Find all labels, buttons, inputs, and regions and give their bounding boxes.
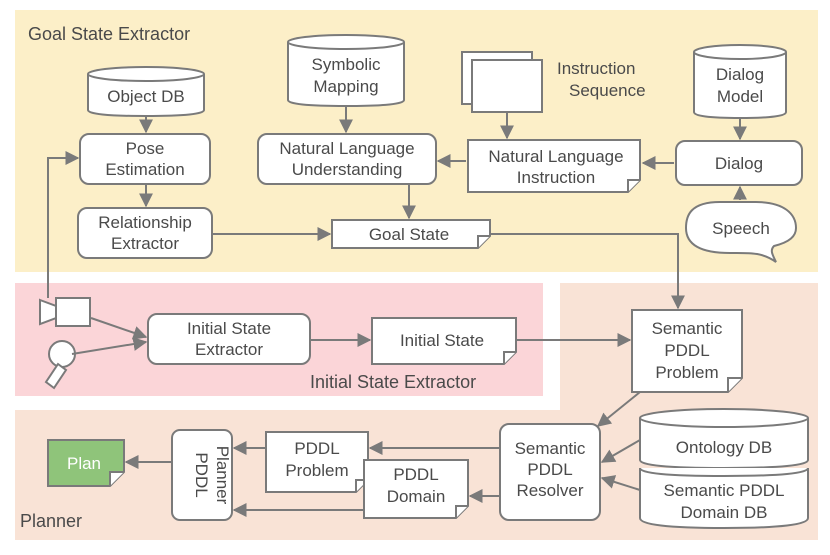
svg-text:Problem: Problem xyxy=(655,363,718,382)
svg-text:Dialog: Dialog xyxy=(715,154,763,173)
symbolic-mapping-db: Symbolic Mapping xyxy=(287,34,405,108)
svg-text:Plan: Plan xyxy=(67,454,101,473)
svg-text:Semantic: Semantic xyxy=(652,319,723,338)
svg-text:Object DB: Object DB xyxy=(107,87,184,106)
initial-state-extractor-box: Initial State Extractor xyxy=(147,313,311,365)
svg-text:Initial State: Initial State xyxy=(400,331,484,350)
svg-text:PDDL: PDDL xyxy=(664,341,709,360)
svg-text:Extractor: Extractor xyxy=(195,340,263,359)
svg-text:Goal State: Goal State xyxy=(369,225,449,244)
svg-text:Mapping: Mapping xyxy=(313,77,378,96)
edges xyxy=(47,107,747,517)
svg-text:Extractor: Extractor xyxy=(111,234,179,253)
dialog-model-db: Dialog Model xyxy=(693,44,787,120)
svg-text:Speech: Speech xyxy=(712,219,770,238)
camera-icon xyxy=(39,297,91,327)
object-db: Object DB xyxy=(87,66,205,118)
svg-text:Instruction: Instruction xyxy=(517,168,595,187)
planner-region-title: Planner xyxy=(20,511,82,531)
pddl-planner-box: PDDL Planner xyxy=(171,429,233,521)
pddl-problem-doc: PDDL Problem xyxy=(265,431,369,493)
svg-text:Initial State: Initial State xyxy=(187,319,271,338)
ontology-db: Ontology DB xyxy=(639,408,809,470)
svg-text:PDDL: PDDL xyxy=(294,439,339,458)
svg-text:Ontology DB: Ontology DB xyxy=(676,438,772,457)
svg-text:PDDL: PDDL xyxy=(192,452,211,497)
svg-text:PDDL: PDDL xyxy=(393,465,438,484)
pddl-domain-doc: PDDL Domain xyxy=(363,459,469,519)
svg-text:Understanding: Understanding xyxy=(292,160,403,179)
svg-text:Planner: Planner xyxy=(213,446,232,505)
svg-text:Domain DB: Domain DB xyxy=(681,503,768,522)
goal-region-title: Goal State Extractor xyxy=(28,24,190,44)
nl-instruction-doc: Natural Language Instruction xyxy=(467,139,641,193)
semantic-pddl-problem-doc: Semantic PDDL Problem xyxy=(631,309,743,393)
svg-text:Semantic PDDL: Semantic PDDL xyxy=(664,481,785,500)
initial-state-doc: Initial State xyxy=(371,317,517,365)
svg-text:Model: Model xyxy=(717,87,763,106)
svg-text:Natural Language: Natural Language xyxy=(488,147,623,166)
nlu-box: Natural Language Understanding xyxy=(257,133,437,185)
svg-text:Instruction: Instruction xyxy=(557,59,635,78)
svg-text:Natural Language: Natural Language xyxy=(279,139,414,158)
semantic-pddl-resolver-box: Semantic PDDL Resolver xyxy=(499,423,601,521)
svg-text:Dialog: Dialog xyxy=(716,65,764,84)
relationship-extractor-box: Relationship Extractor xyxy=(77,207,213,259)
goal-state-doc: Goal State xyxy=(331,219,491,249)
plan-doc: Plan xyxy=(47,439,125,487)
instruction-sequence-docs: Instruction Sequence xyxy=(461,51,646,113)
dialog-box: Dialog xyxy=(675,140,803,186)
svg-text:Relationship: Relationship xyxy=(98,213,192,232)
initial-region-title: Initial State Extractor xyxy=(310,372,476,392)
svg-text:Domain: Domain xyxy=(387,487,446,506)
svg-text:Symbolic: Symbolic xyxy=(312,55,381,74)
svg-text:Problem: Problem xyxy=(285,461,348,480)
svg-text:Estimation: Estimation xyxy=(105,160,184,179)
svg-text:Resolver: Resolver xyxy=(516,481,583,500)
svg-text:PDDL: PDDL xyxy=(527,460,572,479)
speech-bubble: Speech xyxy=(684,201,798,263)
svg-text:Pose: Pose xyxy=(126,139,165,158)
pose-estimation-box: Pose Estimation xyxy=(79,133,211,185)
svg-text:Sequence: Sequence xyxy=(569,81,646,100)
svg-text:Semantic: Semantic xyxy=(515,439,586,458)
semantic-pddl-domain-db: Semantic PDDL Domain DB xyxy=(639,467,809,530)
